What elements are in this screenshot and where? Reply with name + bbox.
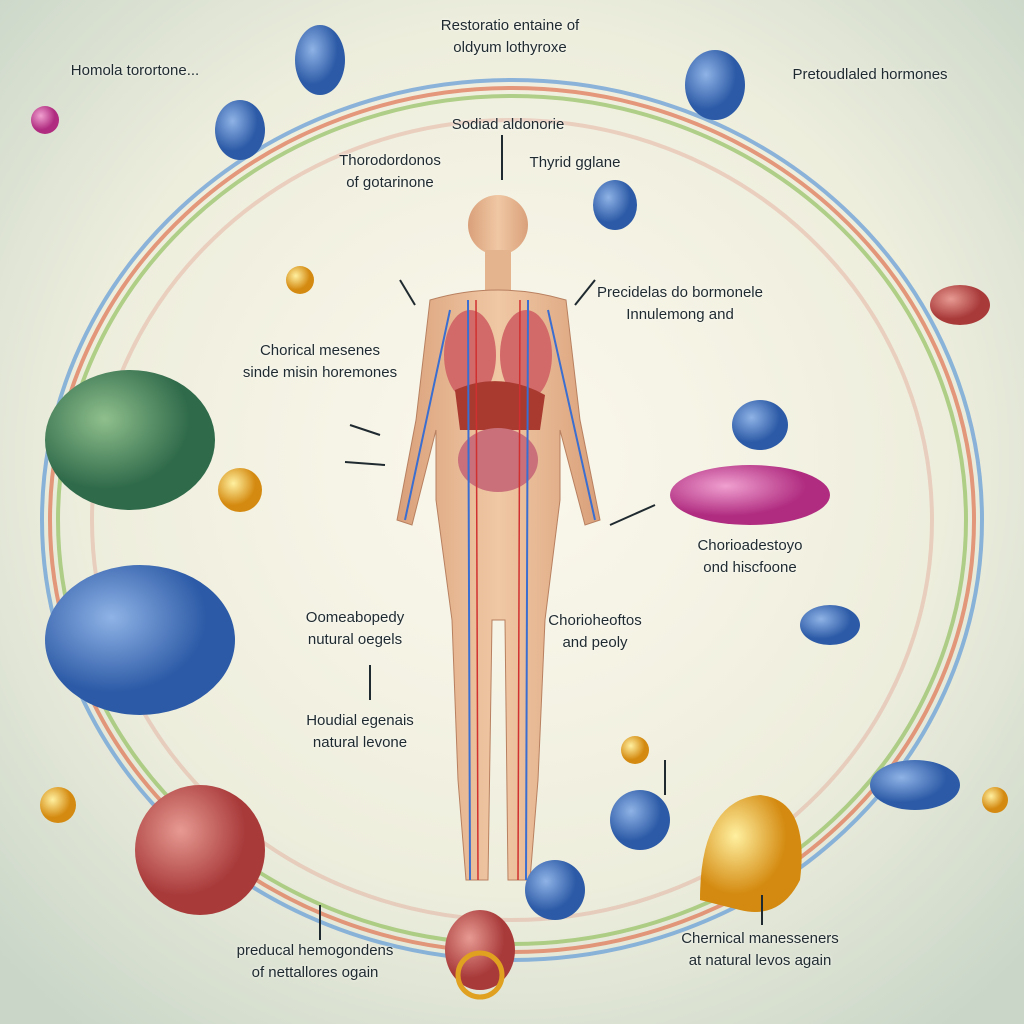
label-line: preducal hemogondens: [236, 942, 394, 959]
label-precidelas: Precidelas do bormonele Innulemong and: [597, 282, 763, 326]
label-line: nutural oegels: [307, 631, 403, 648]
label-oomea: Oomeabopedy nutural oegels: [306, 607, 404, 651]
label-thyrid: Thyrid gglane: [529, 154, 621, 171]
label-line: Chorioheoftos: [548, 612, 642, 629]
label-line: Precidelas do bormonele: [597, 284, 763, 301]
label-line: of nettallores ogain: [251, 964, 379, 981]
label-choriohe: Chorioheoftos and peoly: [548, 610, 641, 654]
label-thorodordonos: Thorodordonos of gotarinone: [339, 150, 441, 194]
label-line: Thorodordonos: [339, 152, 441, 169]
label-chorioadest: Chorioadestoyo ond hiscfoone: [697, 535, 802, 579]
label-line: sinde misin horemones: [242, 364, 398, 381]
label-preducal: preducal hemogondens of nettallores ogai…: [237, 940, 394, 984]
label-line: Innulemong and: [626, 306, 734, 323]
label-chernical: Chernical manesseners at natural levos a…: [681, 928, 839, 972]
arrows: [319, 135, 763, 940]
label-line: of gotarinone: [346, 174, 434, 191]
label-line: and peoly: [562, 634, 628, 651]
label-top-left: Homola torortone...: [70, 62, 200, 79]
label-line: Chernical manesseners: [681, 930, 839, 947]
label-line: natural levone: [312, 734, 408, 751]
label-line: ond hiscfoone: [703, 559, 797, 576]
label-line: Oomeabopedy: [305, 609, 405, 626]
label-top-center: Restoratio entaine of oldyum lothyroxe: [441, 15, 579, 59]
human-figure: [396, 195, 601, 881]
label-line: Chorical mesenes: [259, 342, 381, 359]
label-line: oldyum lothyroxe: [453, 39, 567, 56]
label-line: Restoratio entaine of: [440, 17, 580, 34]
molecules: [31, 25, 1008, 1000]
label-line: Houdial egenais: [306, 712, 414, 729]
label-line: at natural levos again: [688, 952, 832, 969]
label-sodiad: Sodiad aldonorie: [451, 116, 565, 133]
label-chemical-left: Chorical mesenes sinde misin horemones: [243, 340, 397, 384]
label-line: Chorioadestoyo: [697, 537, 803, 554]
label-houdial: Houdial egenais natural levone: [306, 710, 414, 754]
label-top-right: Pretoudlaled hormones: [792, 66, 948, 83]
